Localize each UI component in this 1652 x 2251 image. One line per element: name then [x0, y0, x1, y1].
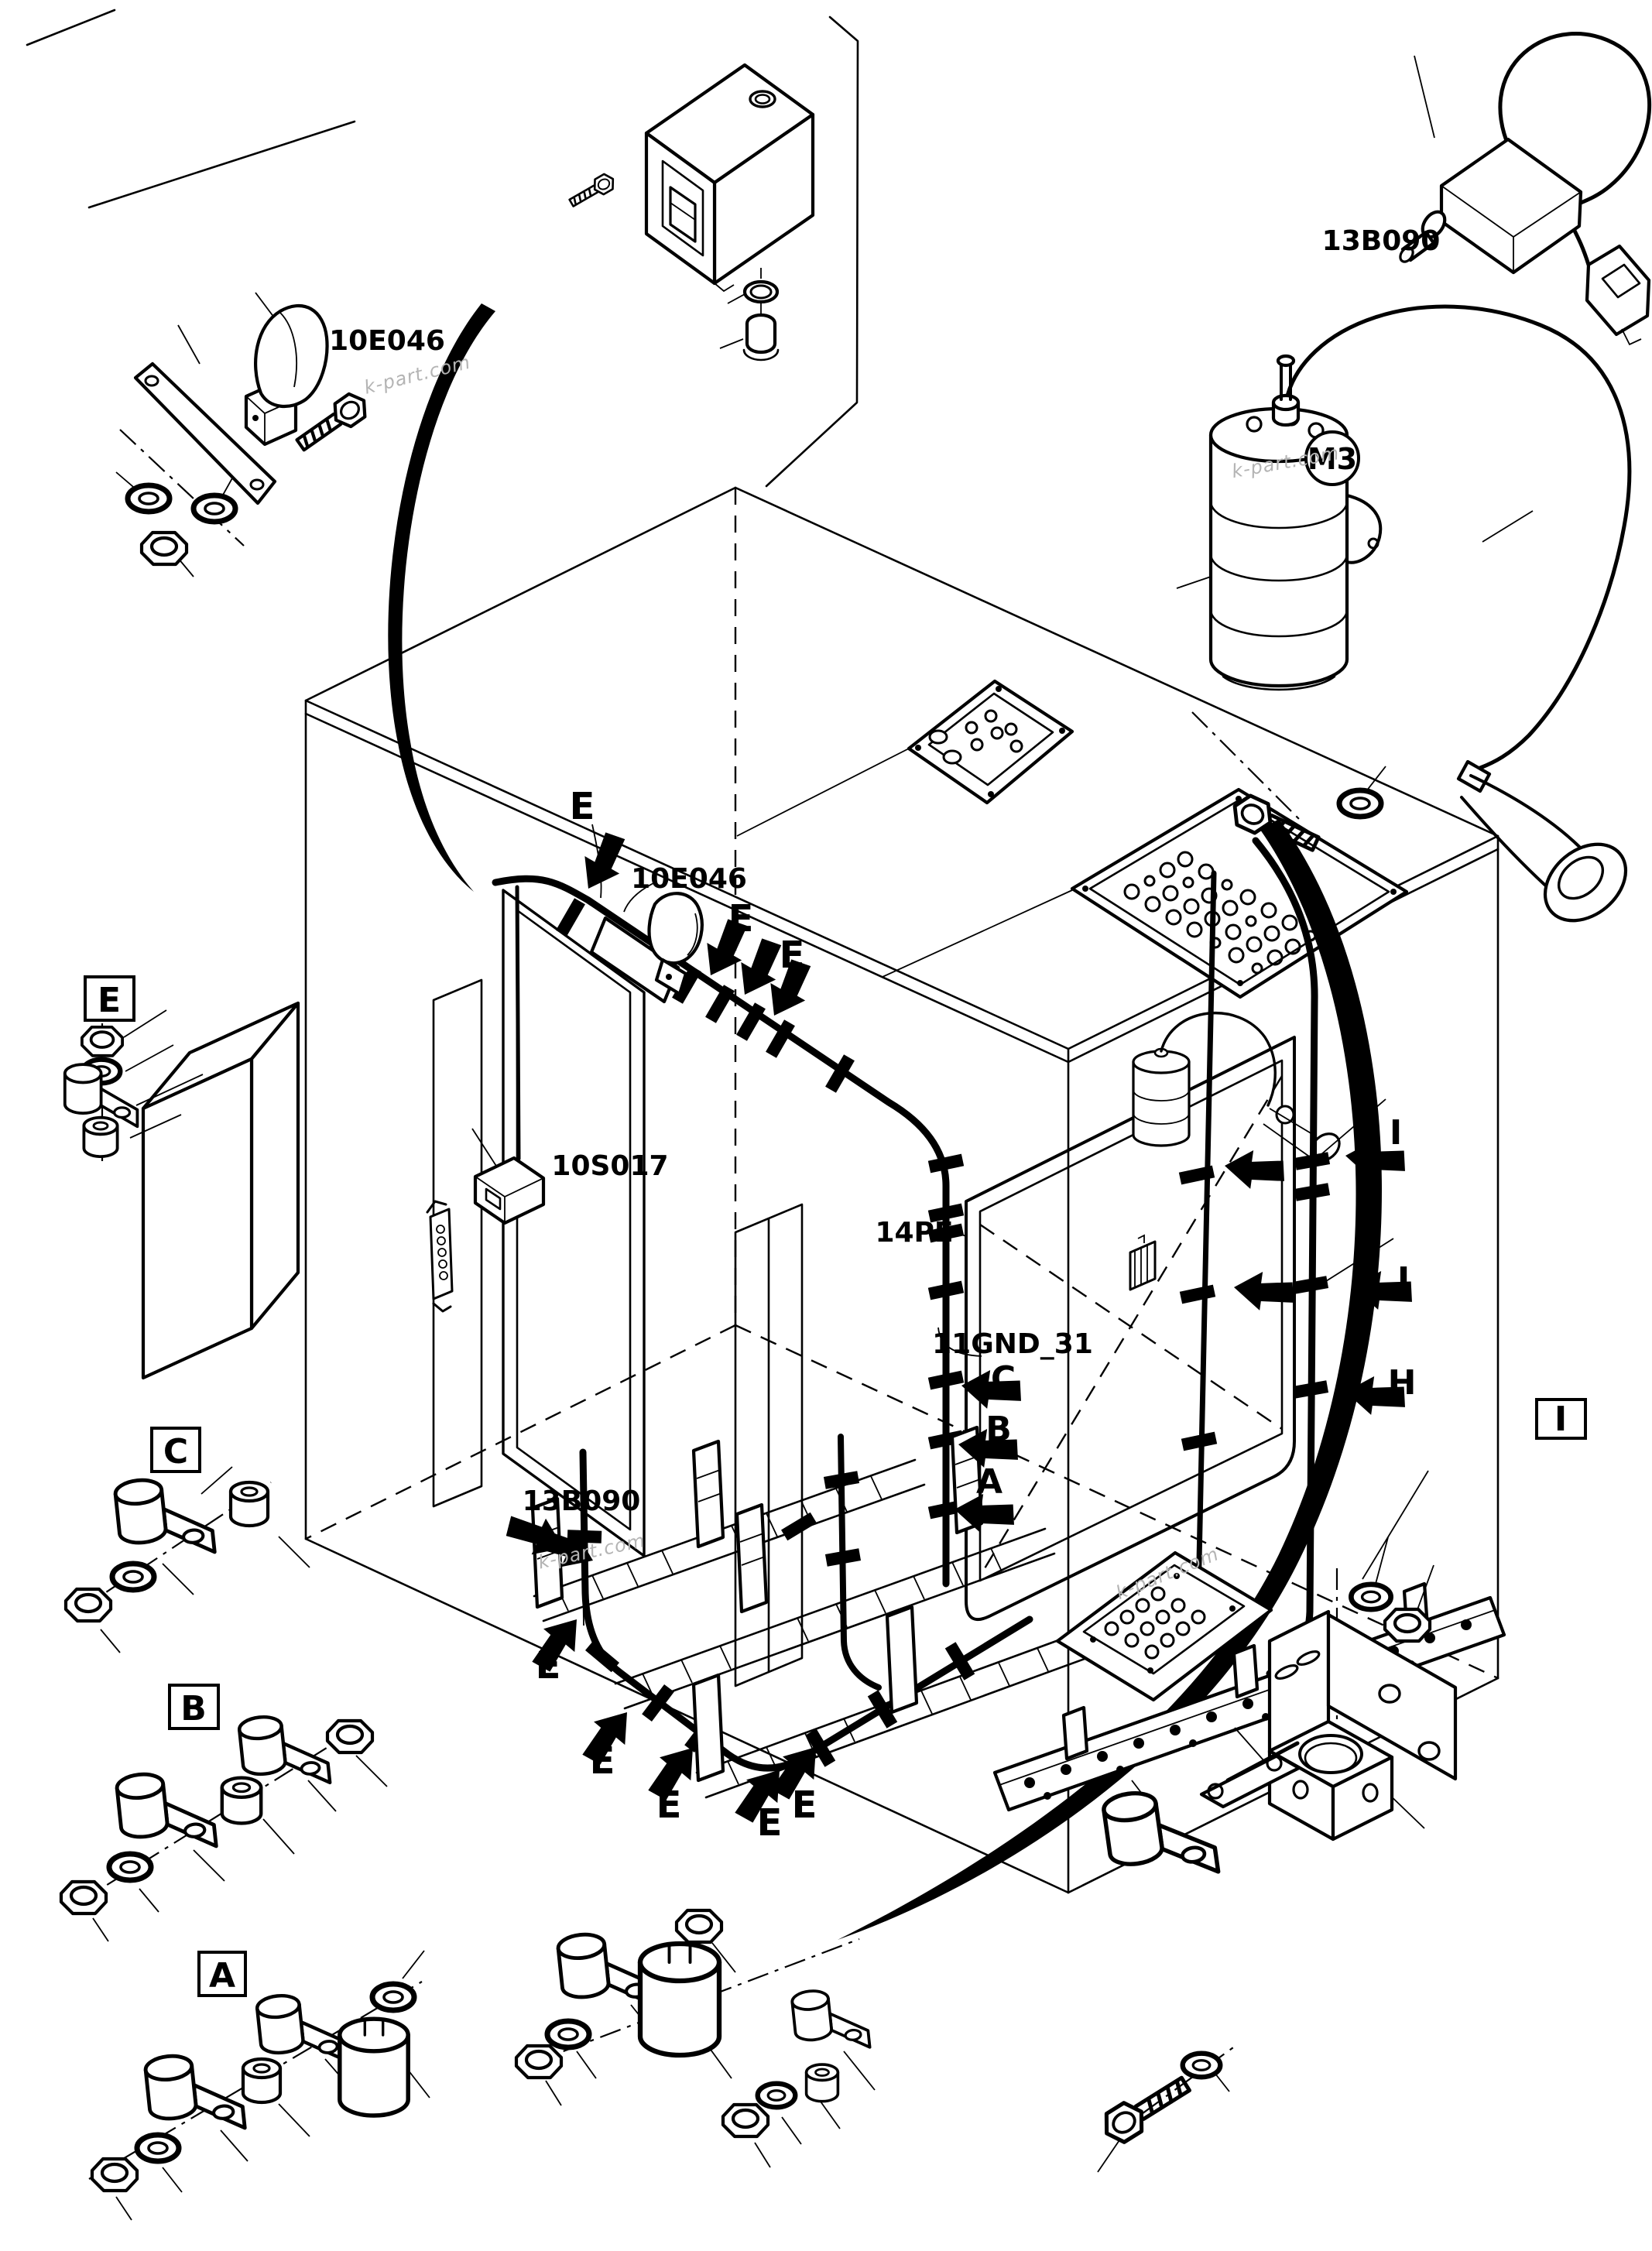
- ref-box-C[interactable]: C: [150, 1427, 201, 1473]
- svg-text:E: E: [536, 1644, 561, 1687]
- clamp-block-assembly: [1098, 1537, 1458, 2147]
- svg-text:I: I: [1397, 1260, 1410, 1300]
- ref-box-E[interactable]: E: [84, 975, 135, 1022]
- svg-text:10S017: 10S017: [551, 1150, 668, 1182]
- svg-text:E: E: [757, 1801, 783, 1845]
- svg-text:14PE: 14PE: [875, 1217, 953, 1249]
- label-I-1: I: [1390, 1113, 1402, 1153]
- svg-text:10E046: 10E046: [329, 325, 445, 357]
- label-I-2: I: [1397, 1260, 1410, 1300]
- label-B: B: [985, 1410, 1012, 1449]
- watermark-1: k-part.com: [362, 351, 472, 399]
- label-layer: 10E04613B090M3E10E046EE10S01714PE11GND_3…: [84, 225, 1587, 1997]
- label-13B090-bottom[interactable]: 13B090: [523, 1485, 641, 1517]
- horn-m3-assembly: [1176, 304, 1632, 923]
- svg-text:11GND_31: 11GND_31: [932, 1328, 1093, 1360]
- label-10S017[interactable]: 10S017: [551, 1150, 668, 1182]
- svg-text:B: B: [985, 1410, 1012, 1449]
- hardware-group-a: [88, 1950, 430, 2221]
- door-switch-10e046: [589, 882, 704, 1004]
- svg-text:C: C: [991, 1359, 1016, 1399]
- label-M3[interactable]: M3: [1304, 430, 1360, 486]
- hardware-group-middle: [516, 1910, 876, 2168]
- svg-text:I: I: [1554, 1400, 1567, 1439]
- label-E-floor-4: E: [757, 1801, 783, 1845]
- label-13B090-top[interactable]: 13B090: [1322, 225, 1441, 257]
- svg-text:E: E: [98, 981, 121, 1020]
- label-E-roof-3: E: [780, 934, 805, 977]
- label-A: A: [976, 1462, 1003, 1502]
- label-E-roof-2: E: [728, 897, 754, 940]
- svg-text:E: E: [780, 934, 805, 977]
- svg-text:10E046: 10E046: [631, 863, 747, 895]
- svg-text:I: I: [1390, 1113, 1402, 1153]
- ref-box-A[interactable]: A: [197, 1951, 247, 1997]
- hardware-group-c: [66, 1466, 310, 1653]
- wiring-harness: [492, 837, 1318, 1772]
- svg-text:13B090: 13B090: [1322, 225, 1441, 257]
- svg-text:E: E: [570, 785, 595, 828]
- svg-text:13B090: 13B090: [523, 1485, 641, 1517]
- sensor-13b090-assembly: [1399, 32, 1652, 346]
- label-E-floor-2: E: [590, 1739, 615, 1783]
- label-11GND_31[interactable]: 11GND_31: [932, 1328, 1093, 1360]
- grommet-tray: [1055, 1550, 1273, 1702]
- label-E-floor-1: E: [536, 1644, 561, 1687]
- roof-grommet-panel: [1070, 787, 1409, 999]
- svg-text:H: H: [1388, 1363, 1417, 1403]
- svg-text:E: E: [728, 897, 754, 940]
- svg-text:A: A: [209, 1956, 235, 1996]
- label-10E046-mid[interactable]: 10E046: [631, 863, 747, 895]
- connector-10s017: [426, 1128, 546, 1313]
- label-10E046-top[interactable]: 10E046: [329, 325, 445, 357]
- phantom-border-lines: [26, 9, 859, 488]
- svg-text:E: E: [656, 1783, 682, 1827]
- svg-text:C: C: [163, 1432, 188, 1472]
- harness-swoosh-curves: [388, 303, 1382, 1940]
- switch-10e046-assembly: [115, 292, 372, 577]
- svg-text:M3: M3: [1308, 442, 1357, 476]
- label-E-floor-5: E: [792, 1783, 817, 1827]
- label-C: C: [991, 1359, 1016, 1399]
- svg-text:E: E: [590, 1739, 615, 1783]
- label-14PE[interactable]: 14PE: [875, 1217, 953, 1249]
- hardware-group-e: [63, 1009, 204, 1161]
- label-E-roof-1: E: [570, 785, 595, 828]
- svg-text:B: B: [180, 1689, 207, 1729]
- ref-box-I[interactable]: I: [1535, 1398, 1587, 1440]
- label-H: H: [1388, 1363, 1417, 1403]
- ref-box-B[interactable]: B: [168, 1684, 220, 1730]
- cab-structure: [141, 486, 1499, 1894]
- roof-connector-panel: [736, 679, 1074, 978]
- relay-box-assembly: [566, 63, 815, 361]
- svg-text:E: E: [792, 1783, 817, 1827]
- label-E-floor-3: E: [656, 1783, 682, 1827]
- hardware-group-b: [61, 1711, 388, 1942]
- svg-text:A: A: [976, 1462, 1003, 1502]
